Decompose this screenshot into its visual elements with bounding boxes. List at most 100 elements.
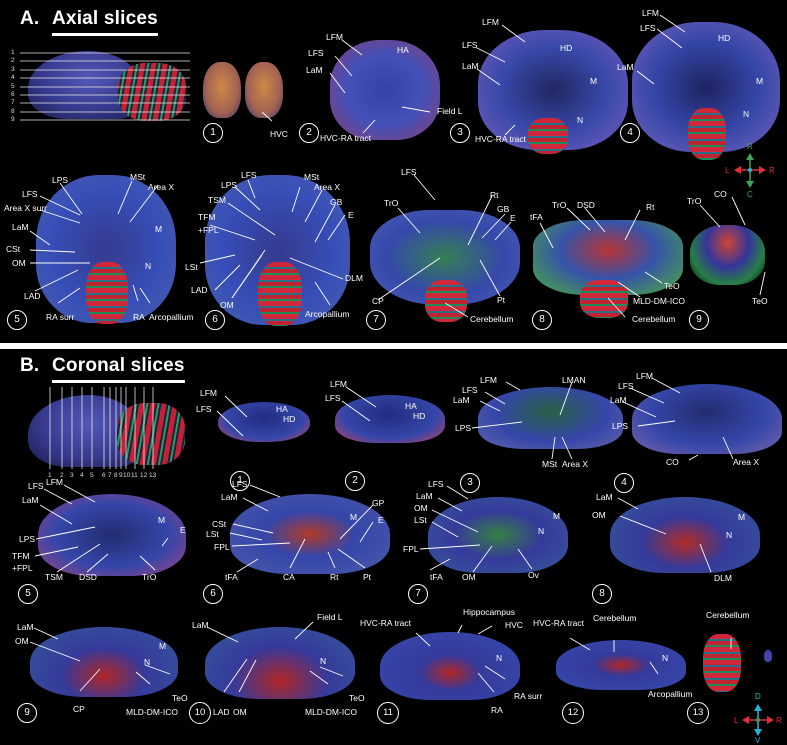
region-label: LFM	[326, 32, 343, 42]
slice-tick: 13	[149, 472, 157, 479]
region-label: OM	[233, 707, 247, 717]
slice-tick: 6	[11, 91, 15, 98]
section-a-heading: Axial slices	[52, 8, 158, 36]
axial-slice-3-cerebellum	[528, 118, 568, 154]
coronal-slice-2	[335, 395, 445, 443]
region-label: LFM	[480, 375, 497, 385]
region-label: RA	[133, 312, 145, 322]
region-label: Rt	[330, 572, 339, 582]
slice-tick: 3	[70, 472, 74, 479]
region-label: TFM	[12, 551, 30, 561]
coronal-orientation-cross	[742, 704, 774, 736]
region-label: LFS	[462, 385, 478, 395]
coronal-slice-8	[610, 497, 760, 573]
panel-number: 2	[345, 471, 365, 491]
region-label: MLD-DM-ICO	[633, 296, 685, 306]
region-label: LaM	[617, 62, 634, 72]
region-label: Area X	[314, 182, 340, 192]
panel-number: 4	[620, 123, 640, 143]
region-label: tFA	[430, 572, 443, 582]
orientation-label-top: D	[755, 692, 761, 701]
region-label: LaM	[306, 65, 323, 75]
panel-number: 10	[189, 702, 211, 724]
panel-number: 6	[205, 310, 225, 330]
region-label: HA	[276, 404, 288, 414]
region-label: HVC-RA tract	[475, 134, 527, 144]
slice-tick: 8	[11, 108, 15, 115]
region-label: LFS	[196, 404, 212, 414]
axial-slice-4-cerebellum	[688, 108, 726, 160]
region-label: Field L	[317, 612, 343, 622]
region-label: HA	[397, 45, 409, 55]
panel-number: 13	[687, 702, 709, 724]
coronal-slice-9	[30, 627, 178, 697]
section-b-heading: Coronal slices	[52, 355, 185, 383]
region-label: N	[662, 653, 669, 663]
region-label: LPS	[612, 421, 629, 431]
axial-slice-2	[330, 40, 440, 140]
slice-tick: 1	[48, 472, 52, 479]
region-label: LaM	[22, 495, 39, 505]
region-label: LFS	[618, 381, 634, 391]
region-label: GB	[497, 204, 510, 214]
region-label: LaM	[17, 622, 34, 632]
region-label: +FPL	[198, 225, 219, 235]
slice-tick: 6	[102, 472, 106, 479]
region-label: LPS	[19, 534, 36, 544]
coronal-slice-3	[478, 387, 623, 449]
region-label: N	[320, 656, 327, 666]
region-label: TeO	[349, 693, 365, 703]
region-label: E	[348, 210, 354, 220]
region-label: TFM	[198, 212, 216, 222]
orientation-label-left: L	[725, 166, 730, 175]
region-label: Rt	[490, 190, 499, 200]
region-label: LPS	[455, 423, 472, 433]
panel-number: 8	[592, 584, 612, 604]
region-label: Area X surr	[4, 203, 47, 213]
region-label: LFS	[22, 189, 38, 199]
region-label: LAD	[24, 291, 41, 301]
slice-tick: 8	[114, 472, 118, 479]
region-label: LaM	[192, 620, 209, 630]
region-label: E	[378, 515, 384, 525]
region-label: LAD	[191, 285, 208, 295]
region-label: E	[180, 525, 186, 535]
region-label: N	[577, 115, 584, 125]
region-label: LPS	[52, 175, 69, 185]
region-label: LFS	[640, 23, 656, 33]
region-label: CSt	[6, 244, 21, 254]
region-label: HVC	[505, 620, 523, 630]
region-label: Cerebellum	[593, 613, 637, 623]
region-label: HVC-RA tract	[360, 618, 412, 628]
region-label: TrO	[687, 196, 702, 206]
region-label: LaM	[416, 491, 433, 501]
region-label: TeO	[172, 693, 188, 703]
region-label: Cerebellum	[706, 610, 750, 620]
region-label: LaM	[610, 395, 627, 405]
region-label: HD	[283, 414, 296, 424]
orientation-label-right: R	[776, 716, 782, 725]
section-b-letter: B.	[20, 355, 40, 376]
region-label: LFM	[482, 17, 499, 27]
region-label: LFS	[308, 48, 324, 58]
region-label: MSt	[304, 172, 320, 182]
region-label: HD	[560, 43, 573, 53]
coronal-slices-section: B. Coronal slices 1 2 3 4 5 6 7 8 9 10 1…	[0, 349, 787, 745]
region-label: LFS	[241, 170, 257, 180]
region-label: TeO	[752, 296, 768, 306]
region-label: MSt	[130, 172, 146, 182]
region-label: M	[553, 511, 561, 521]
region-label: TeO	[664, 281, 680, 291]
section-divider	[0, 343, 787, 349]
region-label: N	[496, 653, 503, 663]
region-label: Ov	[528, 570, 539, 580]
orientation-label-left: L	[734, 716, 739, 725]
slice-tick: 7	[11, 99, 15, 106]
region-label: M	[155, 224, 163, 234]
coronal-slice-1	[218, 402, 310, 442]
panel-number: 9	[689, 310, 709, 330]
region-label: GB	[330, 197, 343, 207]
region-label: Cerebellum	[470, 314, 514, 324]
region-label: Arcopallium	[648, 689, 693, 699]
region-label: HVC-RA tract	[533, 618, 585, 628]
